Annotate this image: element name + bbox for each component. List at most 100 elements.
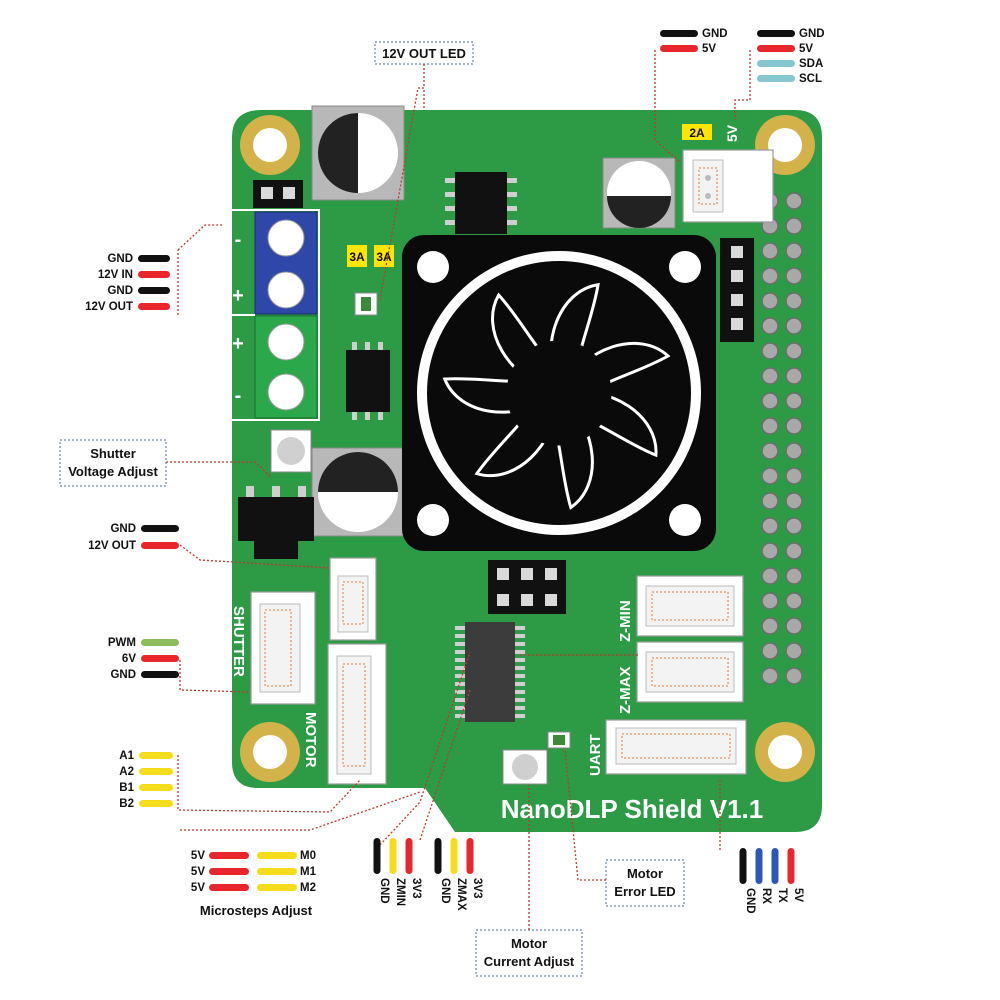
wire-label: A1 — [119, 750, 134, 762]
wire-label: A2 — [119, 766, 134, 778]
chip-pin — [515, 626, 525, 630]
wire-red — [405, 838, 413, 874]
wire-black — [138, 287, 170, 294]
shutter-connector — [250, 591, 316, 705]
gpio-pin — [761, 592, 779, 610]
fan-connector — [682, 149, 774, 223]
motor-current-potentiometer — [502, 749, 548, 785]
silk-zmax: Z-MAX — [617, 667, 634, 715]
callout-motor-error-line2: Error LED — [614, 884, 675, 899]
callout-box-shutter-adjust — [59, 439, 167, 487]
gpio-pin — [761, 342, 779, 360]
voltage-regulator — [238, 486, 314, 559]
wire-label: RX — [760, 888, 772, 904]
gpio-pin — [761, 317, 779, 335]
wire-black — [757, 30, 795, 37]
wire-label: GND — [107, 285, 133, 297]
gpio-pin — [785, 267, 803, 285]
wire-label: M1 — [300, 866, 317, 878]
gpio-pin — [785, 642, 803, 660]
gpio-pin — [785, 467, 803, 485]
wire-label: GND — [744, 888, 756, 914]
wire-red — [138, 303, 170, 310]
terminal-minus-1: - — [235, 229, 242, 251]
silk-shutter: SHUTTER — [230, 606, 247, 677]
gpio-pin — [761, 442, 779, 460]
wire-label: 12V OUT — [85, 301, 133, 313]
gpio-pin — [785, 317, 803, 335]
gpio-pin — [761, 542, 779, 560]
terminal-minus-2: - — [235, 385, 242, 407]
callout-motor-current-line1: Motor — [511, 936, 547, 951]
wire-black — [141, 525, 179, 532]
callout-microsteps-adjust: Microsteps Adjust — [200, 903, 313, 918]
gpio-pin — [785, 192, 803, 210]
callout-box-motor-current — [475, 929, 583, 977]
wire-label: 6V — [122, 653, 136, 665]
callout-12v-out-led: 12V OUT LED — [382, 46, 466, 61]
terminal-plus-1: + — [232, 285, 244, 307]
gpio-pin — [785, 442, 803, 460]
wire-label: 5V — [191, 866, 205, 878]
fuse-3a-1 — [347, 245, 367, 267]
fuse-3a-2-label: 3A — [376, 250, 392, 264]
wire-group-shutter-12v: GND 12V OUT — [88, 523, 179, 552]
wire-label: SDA — [799, 58, 823, 70]
wire-red — [141, 655, 179, 662]
wire-label: 5V — [799, 43, 813, 55]
callout-motor-current-line2: Current Adjust — [484, 954, 575, 969]
gpio-pin — [761, 242, 779, 260]
wire-label: 3V3 — [410, 878, 422, 898]
screw-terminal-green — [254, 315, 318, 419]
wire-black — [739, 848, 747, 884]
gpio-pin — [785, 342, 803, 360]
wire-label: GND — [702, 28, 728, 40]
mounting-hole-top-left — [240, 115, 300, 175]
gpio-pin — [785, 417, 803, 435]
wire-black — [138, 255, 170, 262]
ic-chip-top — [445, 172, 517, 234]
fuse-2a — [682, 124, 712, 140]
chip-pin — [455, 626, 465, 630]
gpio-pin — [785, 567, 803, 585]
wire-red — [138, 271, 170, 278]
uart-connector — [605, 719, 747, 775]
gpio-pin — [761, 617, 779, 635]
wire-label: GND — [439, 878, 451, 904]
wire-label: B1 — [119, 782, 134, 794]
wire-yellow — [257, 868, 297, 875]
wire-label: GND — [110, 523, 136, 535]
capacitor-middle — [311, 447, 405, 537]
header-3x2 — [488, 560, 566, 614]
wire-label: GND — [799, 28, 825, 40]
wire-black — [373, 838, 381, 874]
chip-pin — [515, 682, 525, 686]
chip-pin — [455, 706, 465, 710]
gpio-pin — [785, 392, 803, 410]
gpio-pin — [785, 592, 803, 610]
gpio-pin — [761, 517, 779, 535]
wire-green — [141, 639, 179, 646]
gpio-pin — [761, 392, 779, 410]
gpio-pin — [785, 492, 803, 510]
gpio-pin — [785, 367, 803, 385]
gpio-pin — [761, 567, 779, 585]
wire-red — [209, 884, 249, 891]
callout-motor-error-line1: Motor — [627, 866, 663, 881]
wire-label: 12V IN — [98, 269, 133, 281]
wire-label: 3V3 — [471, 878, 483, 898]
shutter-potentiometer — [270, 429, 312, 473]
capacitor-top — [311, 105, 405, 201]
wire-blue — [755, 848, 763, 884]
gpio-pin — [785, 242, 803, 260]
gpio-pin — [761, 467, 779, 485]
wire-label: 12V OUT — [88, 540, 136, 552]
ic-chip-left — [346, 342, 390, 420]
gpio-pin — [785, 517, 803, 535]
silk-motor: MOTOR — [302, 712, 319, 768]
wire-cyan — [757, 60, 795, 67]
wire-label: ZMIN — [394, 878, 406, 906]
chip-pin — [515, 698, 525, 702]
